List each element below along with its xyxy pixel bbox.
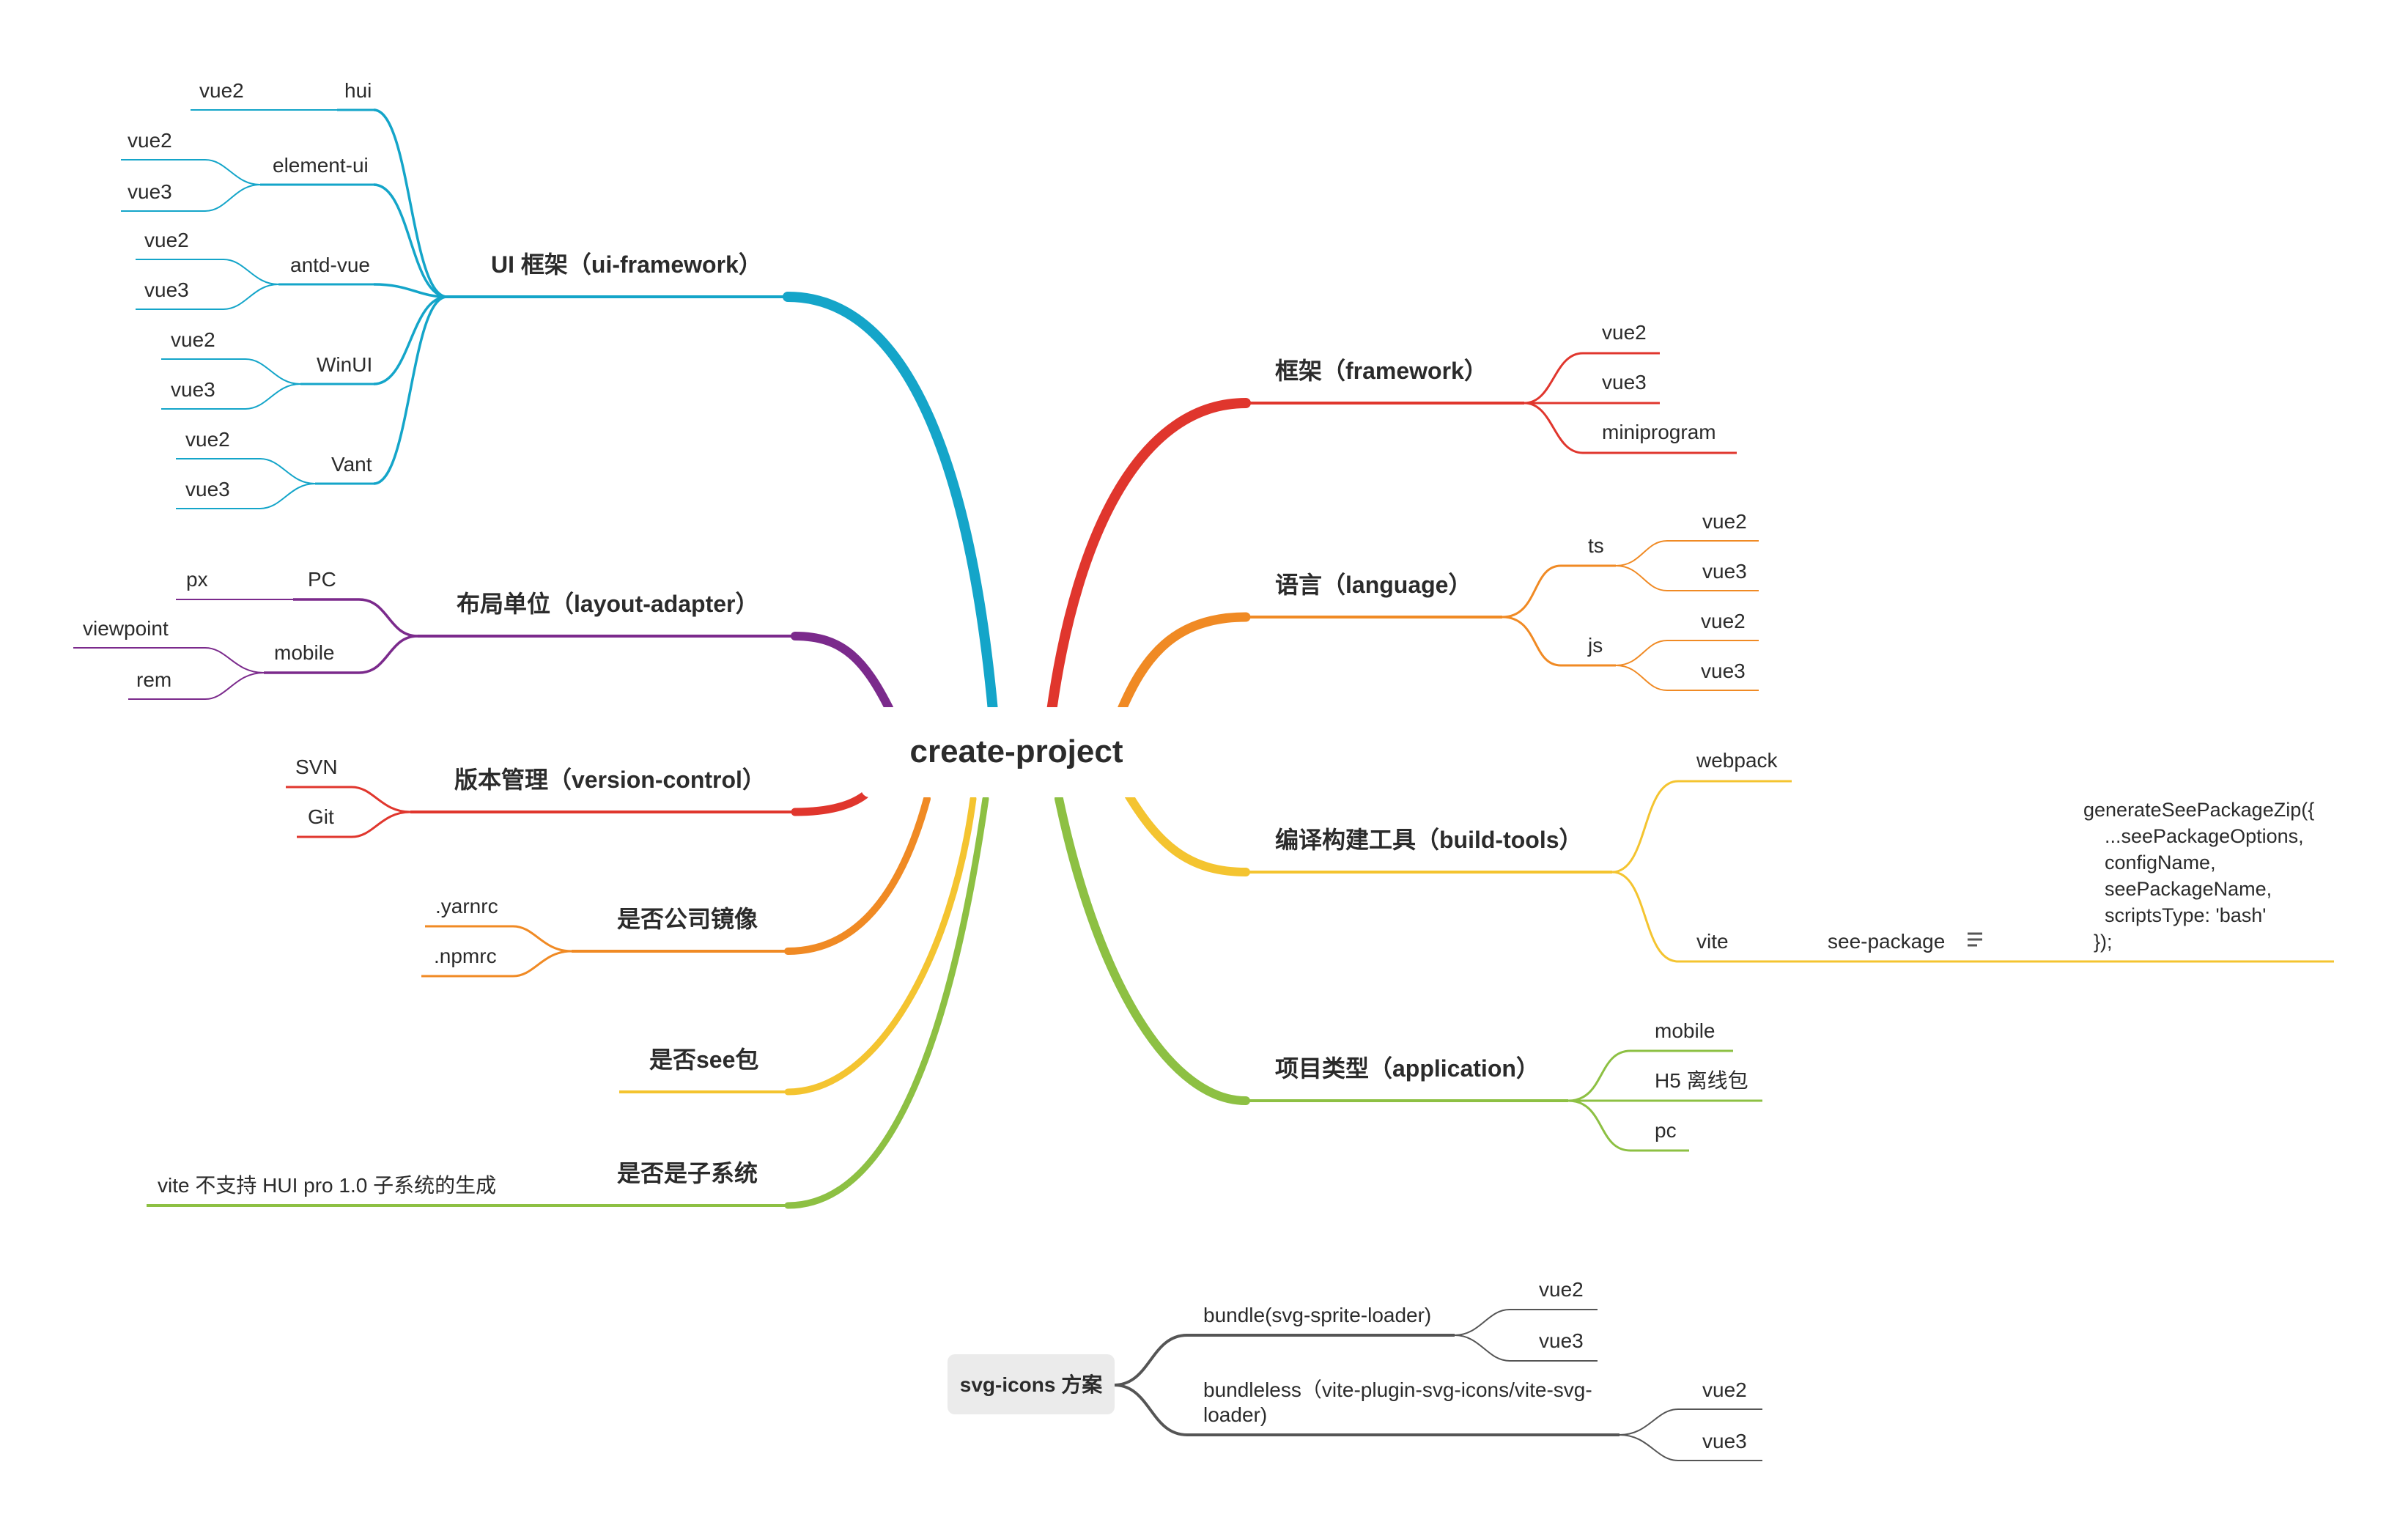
svg-icons-bundleless-label-2[interactable]: loader) (1203, 1403, 1267, 1426)
application-label[interactable]: 项目类型（application） (1275, 1055, 1540, 1082)
edge-root-ui-framework (783, 292, 998, 716)
application-mobile-label[interactable]: mobile (1655, 1019, 1715, 1042)
element-ui-label[interactable]: element-ui (273, 154, 369, 177)
antd-vue-vue2-label[interactable]: vue2 (144, 229, 189, 251)
layout-mobile-label[interactable]: mobile (274, 641, 334, 664)
build-webpack-label[interactable]: webpack (1696, 749, 1779, 772)
vant-vue2-label[interactable]: vue2 (185, 428, 230, 451)
subsystem-label[interactable]: 是否是子系统 (617, 1160, 758, 1186)
framework-label[interactable]: 框架（framework） (1275, 358, 1488, 384)
edge-root-subsystem (784, 795, 989, 1209)
winui-vue3-label[interactable]: vue3 (171, 378, 215, 401)
framework-branch (1246, 352, 1737, 454)
svg-icons-bundleless-label-1[interactable]: bundleless（vite-plugin-svg-icons/vite-sv… (1203, 1378, 1592, 1401)
svg-icons-bundle-label[interactable]: bundle(svg-sprite-loader) (1203, 1304, 1431, 1326)
see-package-q-label[interactable]: 是否see包 (649, 1046, 758, 1073)
language-ts-vue3-label[interactable]: vue3 (1702, 560, 1747, 583)
language-ts-vue2-label[interactable]: vue2 (1702, 510, 1747, 533)
edge-root-build-tools (1124, 791, 1250, 876)
winui-vue2-label[interactable]: vue2 (171, 328, 215, 351)
root-label[interactable]: create-project (909, 734, 1123, 769)
antd-vue-vue3-label[interactable]: vue3 (144, 278, 189, 301)
code-line-4: seePackageName, (2105, 878, 2272, 900)
element-ui-vue3-label[interactable]: vue3 (128, 180, 172, 203)
language-ts-label[interactable]: ts (1588, 534, 1604, 557)
mirror-branch (421, 925, 788, 978)
svg-icons-bundle-vue3-label[interactable]: vue3 (1539, 1329, 1584, 1352)
code-line-6: }); (2094, 931, 2113, 953)
main-branches (783, 292, 1251, 1209)
language-js-vue2-label[interactable]: vue2 (1701, 610, 1746, 632)
vcs-svn-label[interactable]: SVN (295, 756, 338, 778)
build-see-package-label[interactable]: see-package (1828, 930, 1945, 953)
layout-rem-label[interactable]: rem (136, 668, 171, 691)
ui-framework-label[interactable]: UI 框架（ui-framework） (491, 251, 762, 278)
vcs-git-label[interactable]: Git (308, 805, 334, 828)
vant-label[interactable]: Vant (331, 453, 372, 476)
version-control-branch (286, 786, 795, 838)
winui-label[interactable]: WinUI (317, 353, 372, 376)
framework-vue3-label[interactable]: vue3 (1602, 371, 1647, 394)
language-js-label[interactable]: js (1587, 634, 1603, 657)
application-pc-label[interactable]: pc (1655, 1119, 1677, 1142)
edge-root-version-control (791, 791, 869, 816)
subsystem-note-label[interactable]: vite 不支持 HUI pro 1.0 子系统的生成 (158, 1174, 496, 1197)
edge-root-see-package (784, 795, 977, 1096)
edge-root-layout-adapter (791, 632, 895, 715)
svg-icons-label[interactable]: svg-icons 方案 (960, 1373, 1103, 1396)
layout-px-label[interactable]: px (186, 568, 208, 591)
mirror-npmrc-label[interactable]: .npmrc (434, 945, 497, 967)
note-icon[interactable] (1968, 932, 1982, 947)
svg-icons-bundle-vue2-label[interactable]: vue2 (1539, 1278, 1584, 1301)
build-tools-label[interactable]: 编译构建工具（build-tools） (1275, 827, 1583, 853)
edge-root-mirror (784, 795, 931, 955)
layout-adapter-label[interactable]: 布局单位（layout-adapter） (457, 591, 759, 617)
mirror-label[interactable]: 是否公司镜像 (617, 906, 758, 932)
application-h5-label[interactable]: H5 离线包 (1655, 1069, 1748, 1092)
code-line-5: scriptsType: 'bash' (2105, 904, 2266, 926)
svg-icons-bundleless-vue3-label[interactable]: vue3 (1702, 1430, 1747, 1452)
svg-icons-node[interactable] (948, 1354, 1115, 1414)
code-line-1: generateSeePackageZip({ (2083, 799, 2314, 821)
language-js-vue3-label[interactable]: vue3 (1701, 660, 1746, 682)
framework-vue2-label[interactable]: vue2 (1602, 321, 1647, 344)
language-branch (1246, 540, 1759, 691)
element-ui-vue2-label[interactable]: vue2 (128, 129, 172, 152)
svg-icons-bundleless-vue2-label[interactable]: vue2 (1702, 1378, 1747, 1401)
build-tools-branch (1246, 780, 2334, 963)
edge-root-framework (1046, 398, 1251, 716)
vant-vue3-label[interactable]: vue3 (185, 478, 230, 501)
layout-adapter-branch (73, 598, 795, 700)
code-line-2: ...seePackageOptions, (2105, 825, 2304, 847)
version-control-label[interactable]: 版本管理（version-control） (454, 767, 766, 793)
ui-framework-branch (121, 108, 788, 509)
language-label[interactable]: 语言（language） (1275, 572, 1471, 598)
edge-root-application (1055, 794, 1250, 1105)
mirror-yarnrc-label[interactable]: .yarnrc (435, 895, 498, 917)
edge-root-language (1116, 612, 1251, 716)
hui-label[interactable]: hui (344, 79, 372, 102)
antd-vue-label[interactable]: antd-vue (290, 254, 370, 276)
svg-icons-branch (1113, 1309, 1762, 1461)
build-vite-label[interactable]: vite (1696, 930, 1729, 953)
framework-miniprogram-label[interactable]: miniprogram (1602, 421, 1716, 443)
code-line-3: configName, (2105, 852, 2216, 874)
layout-pc-label[interactable]: PC (308, 568, 336, 591)
root-node[interactable] (861, 707, 1172, 797)
layout-viewpoint-label[interactable]: viewpoint (83, 617, 169, 640)
hui-vue2-label[interactable]: vue2 (199, 79, 244, 102)
application-branch (1246, 1049, 1762, 1152)
